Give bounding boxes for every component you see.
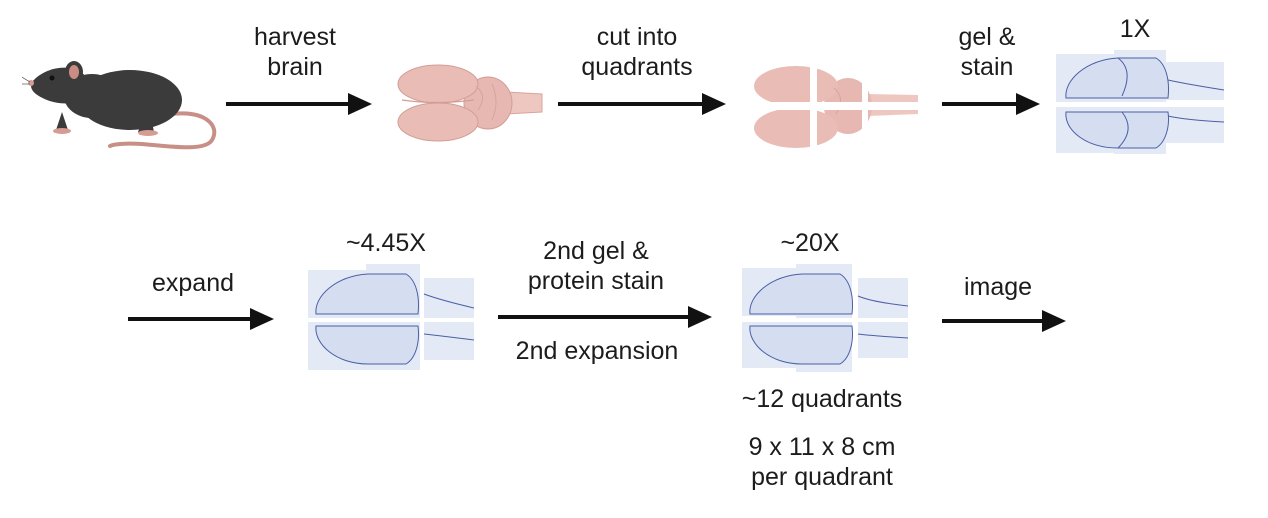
step-label-cut-quadrants: cut into quadrants [566,22,708,82]
arrow-expand [128,308,274,330]
step-label-gel-line2: stain [960,53,1014,81]
note-size-line1: 9 x 11 x 8 cm [748,433,896,461]
scale-label-20x: ~20X [780,229,840,257]
step-label-harvest-line1: harvest [254,23,336,51]
step-label-harvest-line2: brain [267,53,323,81]
note-size-line2: per quadrant [751,463,893,491]
step-label-second-gel-line1: 2nd gel & [543,237,649,265]
step-label-gel-stain: gel & stain [946,22,1028,82]
step-label-cut-line2: quadrants [581,53,693,81]
step-label-second-gel: 2nd gel & protein stain [508,236,684,296]
scale-label-1x: 1X [1119,15,1151,43]
arrow-gel [942,93,1040,115]
step-label-harvest-brain: harvest brain [236,22,354,82]
step-label-cut-line1: cut into [596,23,678,51]
arrow-harvest [226,93,372,115]
arrow-second-expansion [498,306,712,328]
note-quadrant-count: ~12 quadrants [741,385,903,413]
cut-brain-illustration [748,62,920,154]
gel-brain-4-45x-illustration [308,264,474,370]
step-label-second-expansion: 2nd expansion [515,337,679,365]
step-label-image: image [963,273,1033,301]
step-label-expand: expand [151,269,235,297]
step-label-gel-line1: gel & [958,23,1016,51]
gel-brain-1x-illustration [1056,50,1225,154]
arrow-image [942,310,1066,332]
note-quadrant-size: 9 x 11 x 8 cm per quadrant [712,432,932,492]
gel-brain-20x-illustration [742,264,909,372]
fresh-brain-illustration [397,64,543,142]
step-label-second-gel-line2: protein stain [527,267,665,295]
mouse-illustration [22,61,217,150]
scale-label-4-45x: ~4.45X [346,229,426,257]
arrow-cut [558,93,726,115]
